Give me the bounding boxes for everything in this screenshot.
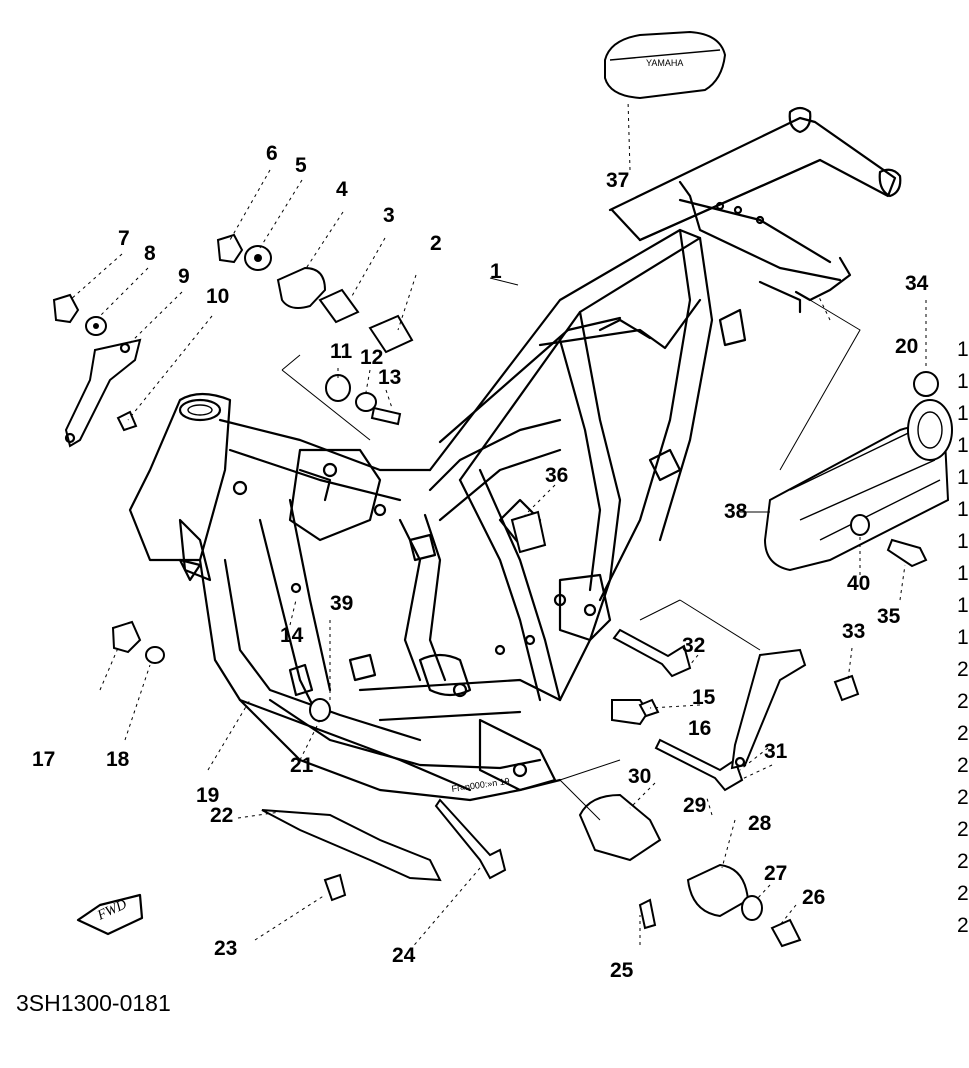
part-17 [111,620,142,654]
edge-ref: 2 [957,754,969,777]
part-28 [686,863,750,918]
callout-27: 27 [764,862,787,885]
part-25 [638,898,657,930]
edge-ref: 1 [957,466,969,489]
callout-32: 32 [682,634,705,657]
part-23 [323,873,347,902]
callout-8: 8 [144,242,156,265]
part-code: 3SH1300-0181 [16,990,171,1016]
fwd-arrow-icon: FWD [76,893,144,936]
callout-33: 33 [842,620,865,643]
part-24 [434,798,507,880]
part-15 [638,698,660,718]
callout-24: 24 [392,944,416,967]
callout-4: 4 [336,178,348,201]
callout-7: 7 [118,227,130,250]
edge-ref: 2 [957,818,969,841]
cover-marking: YAMAHA [646,58,683,68]
part-37-cover: YAMAHA [604,30,727,100]
edge-ref: 2 [957,850,969,873]
part-16 [611,699,650,726]
callout-12: 12 [360,346,383,369]
part-22 [261,809,442,882]
rear-subframe [608,106,902,314]
leader-lines [69,99,927,951]
callout-30: 30 [628,765,651,788]
edge-ref: 1 [957,434,969,457]
callout-21: 21 [290,754,314,777]
part-27 [741,895,763,921]
callout-36: 36 [545,464,568,487]
callout-26: 26 [802,886,825,909]
part-36 [510,510,547,554]
fastener-group-top [52,233,414,426]
callout-37: 37 [606,169,629,192]
callout-25: 25 [610,959,634,982]
edge-ref: 2 [957,914,969,937]
callout-22: 22 [210,804,233,827]
edge-ref: 2 [957,658,969,681]
edge-reference-column: 1 1 1 1 1 1 1 1 1 1 2 2 2 2 2 2 2 2 2 [957,338,969,937]
callout-31: 31 [764,740,788,763]
part-40 [850,514,870,536]
callout-1: 1 [490,260,502,283]
part-32 [612,628,692,678]
edge-ref: 1 [957,498,969,521]
callout-13: 13 [378,366,401,389]
edge-ref: 2 [957,882,969,905]
callout-10: 10 [206,285,229,308]
part-29 [654,738,744,792]
callout-19: 19 [196,784,219,807]
part-33-bracket [730,648,807,770]
callout-23: 23 [214,937,237,960]
edge-ref: 1 [957,594,969,617]
part-33-nut [833,674,860,702]
callout-35: 35 [877,605,901,628]
callout-5: 5 [295,154,307,177]
edge-ref: 1 [957,402,969,425]
callout-3: 3 [383,204,395,227]
callout-14: 14 [280,624,304,647]
callout-9: 9 [178,265,190,288]
main-frame [128,228,747,802]
edge-ref: 2 [957,786,969,809]
callout-11: 11 [330,340,353,363]
callout-6: 6 [266,142,278,165]
edge-ref: 1 [957,562,969,585]
callout-15: 15 [692,686,716,709]
part-38-guard [763,399,953,572]
callout-38: 38 [724,500,748,523]
callout-2: 2 [430,232,442,255]
part-30 [578,793,662,862]
callout-40: 40 [847,572,870,595]
part-9-bracket [64,338,142,448]
callout-28: 28 [748,812,772,835]
part-18 [145,646,165,664]
edge-ref: 1 [957,530,969,553]
callout-34: 34 [905,272,929,295]
edge-ref: 1 [957,370,969,393]
edge-ref: 2 [957,690,969,713]
callout-18: 18 [106,748,130,771]
frame-stamp: Fr«n000:»n 19 [451,776,510,794]
part-20-cap [913,371,939,397]
part-35 [886,538,928,568]
edge-ref: 1 [957,338,969,361]
callout-20: 20 [895,335,918,358]
callout-29: 29 [683,794,706,817]
part-21 [309,698,331,722]
part-26 [770,918,802,948]
edge-ref: 1 [957,626,969,649]
edge-ref: 2 [957,722,969,745]
callout-17: 17 [32,748,55,771]
callout-39: 39 [330,592,353,615]
callout-16: 16 [688,717,711,740]
